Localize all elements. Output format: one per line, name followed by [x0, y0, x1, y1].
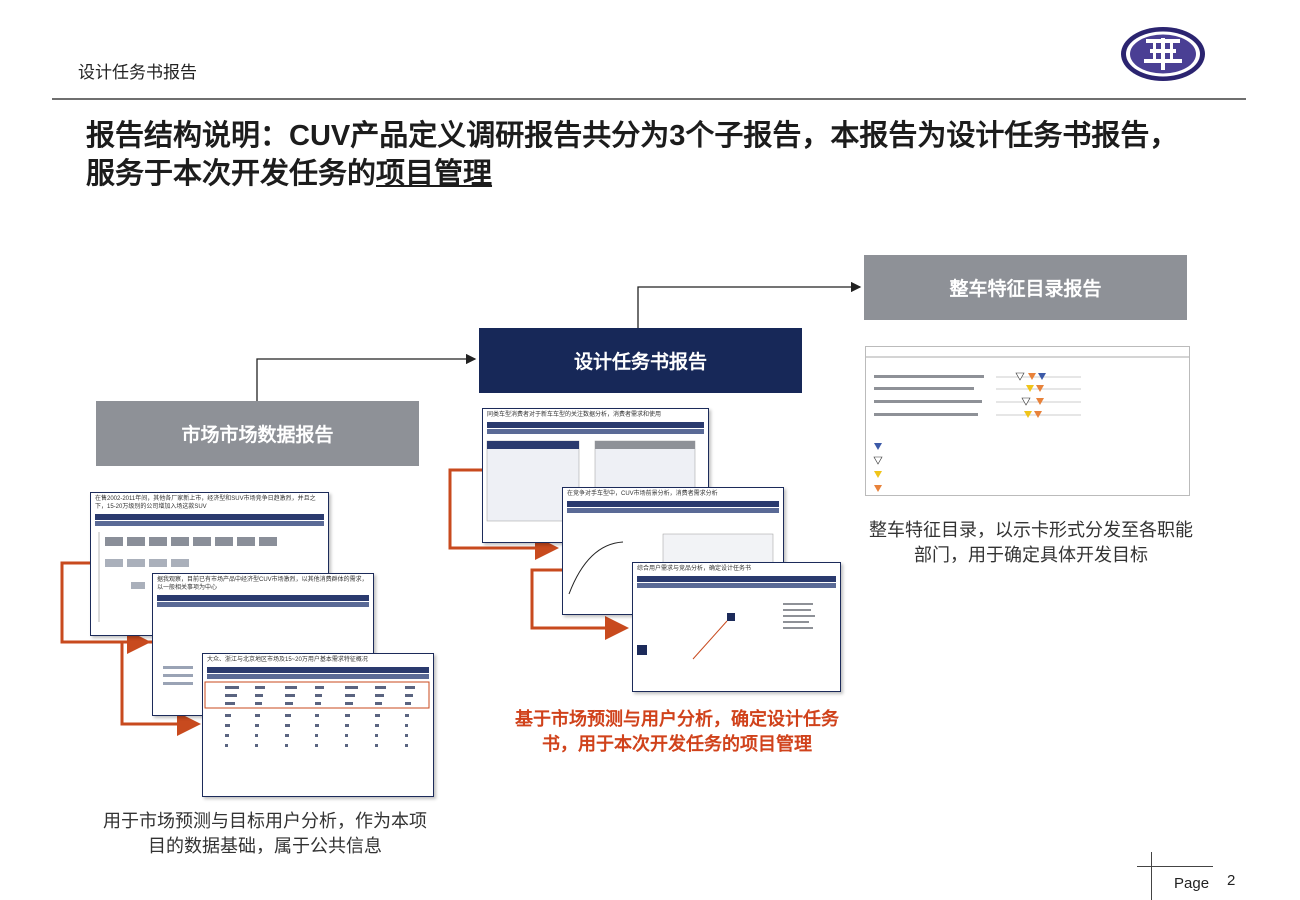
thumbnail-title: 大众、浙江与北京地区市场及15~20万用户基本需求特征概况 [207, 657, 368, 663]
market-data-report-box: 市场市场数据报告 [96, 401, 419, 466]
red-arrow-design-1 [448, 468, 559, 560]
brand-logo [1121, 27, 1205, 81]
thumbnail-title: 在售2002-2011年间，其他各厂家新上市，经济型和SUV市场竞争日趋激烈，并… [95, 496, 316, 510]
thumbnail-table [204, 681, 430, 747]
header-divider [52, 98, 1246, 100]
market-thumbnail-3: 大众、浙江与北京地区市场及15~20万用户基本需求特征概况 [202, 653, 434, 797]
page-label: Page [1174, 875, 1210, 892]
thumbnail-title: 同类车型消费者对于新车车型的关注数据分析，消费者需求和使用 [487, 412, 662, 418]
thumbnail-flow-diagram [637, 603, 815, 660]
vehicle-feature-report-box: 整车特征目录报告 [864, 255, 1187, 320]
header-title: 设计任务书报告 [78, 63, 197, 82]
thumbnail-title: 据我观察，目前已有市场产品中经济型CUV市场激烈，以其他消费群体的需求，以一般相… [157, 577, 368, 591]
design-task-report-box: 设计任务书报告 [479, 328, 802, 393]
market-report-caption: 用于市场预测与目标用户分析，作为本项目的数据基础，属于公共信息 [103, 811, 427, 856]
main-title: 报告结构说明：CUV产品定义调研报告共分为3个子报告，本报告为设计任务书报告，服… [86, 117, 1206, 193]
thumbnail-car-images [98, 532, 277, 622]
feature-report-caption: 整车特征目录，以示卡形式分发至各职能部门，用于确定具体开发目标 [869, 520, 1193, 565]
design-report-caption: 基于市场预测与用户分析，确定设计任务书，用于本次开发任务的项目管理 [515, 709, 839, 754]
main-title-text: 报告结构说明：CUV产品定义调研报告共分为3个子报告，本报告为设计任务书报告，服… [86, 120, 1179, 190]
thumbnail-title: 综合用户需求与竞品分析，确定设计任务书 [637, 566, 752, 572]
red-arrow-design-2 [530, 568, 629, 640]
feature-catalog-thumbnail [865, 346, 1190, 496]
design-thumbnail-3: 综合用户需求与竞品分析，确定设计任务书 [632, 562, 841, 692]
main-title-underlined: 项目管理 [376, 158, 493, 190]
page-number: 2 [1227, 872, 1236, 889]
thumbnail-title: 在竞争对手车型中，CUV市场前景分析，消费者需求分析 [567, 491, 718, 497]
arrow-market-to-design [256, 353, 477, 401]
footer-horizontal-line [1137, 866, 1213, 867]
footer-vertical-line [1151, 852, 1152, 900]
red-arrow-market-1 [60, 561, 151, 654]
red-arrow-market-2 [120, 640, 201, 736]
arrow-design-to-feature [637, 281, 862, 328]
feature-catalog-graphic [866, 356, 1189, 492]
